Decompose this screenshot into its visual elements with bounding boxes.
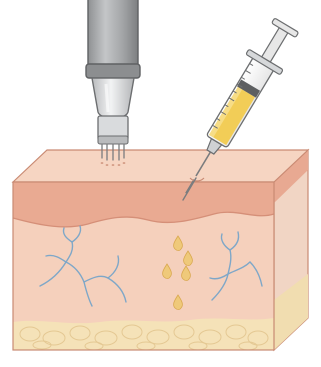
syringe-plunger-rod xyxy=(262,28,288,62)
pen-tip xyxy=(92,78,134,118)
pen-body xyxy=(88,0,138,72)
microneedling-pen xyxy=(86,0,140,166)
skin-block xyxy=(13,150,308,350)
skin-block-top xyxy=(13,150,308,182)
pen-body-band xyxy=(86,64,140,78)
